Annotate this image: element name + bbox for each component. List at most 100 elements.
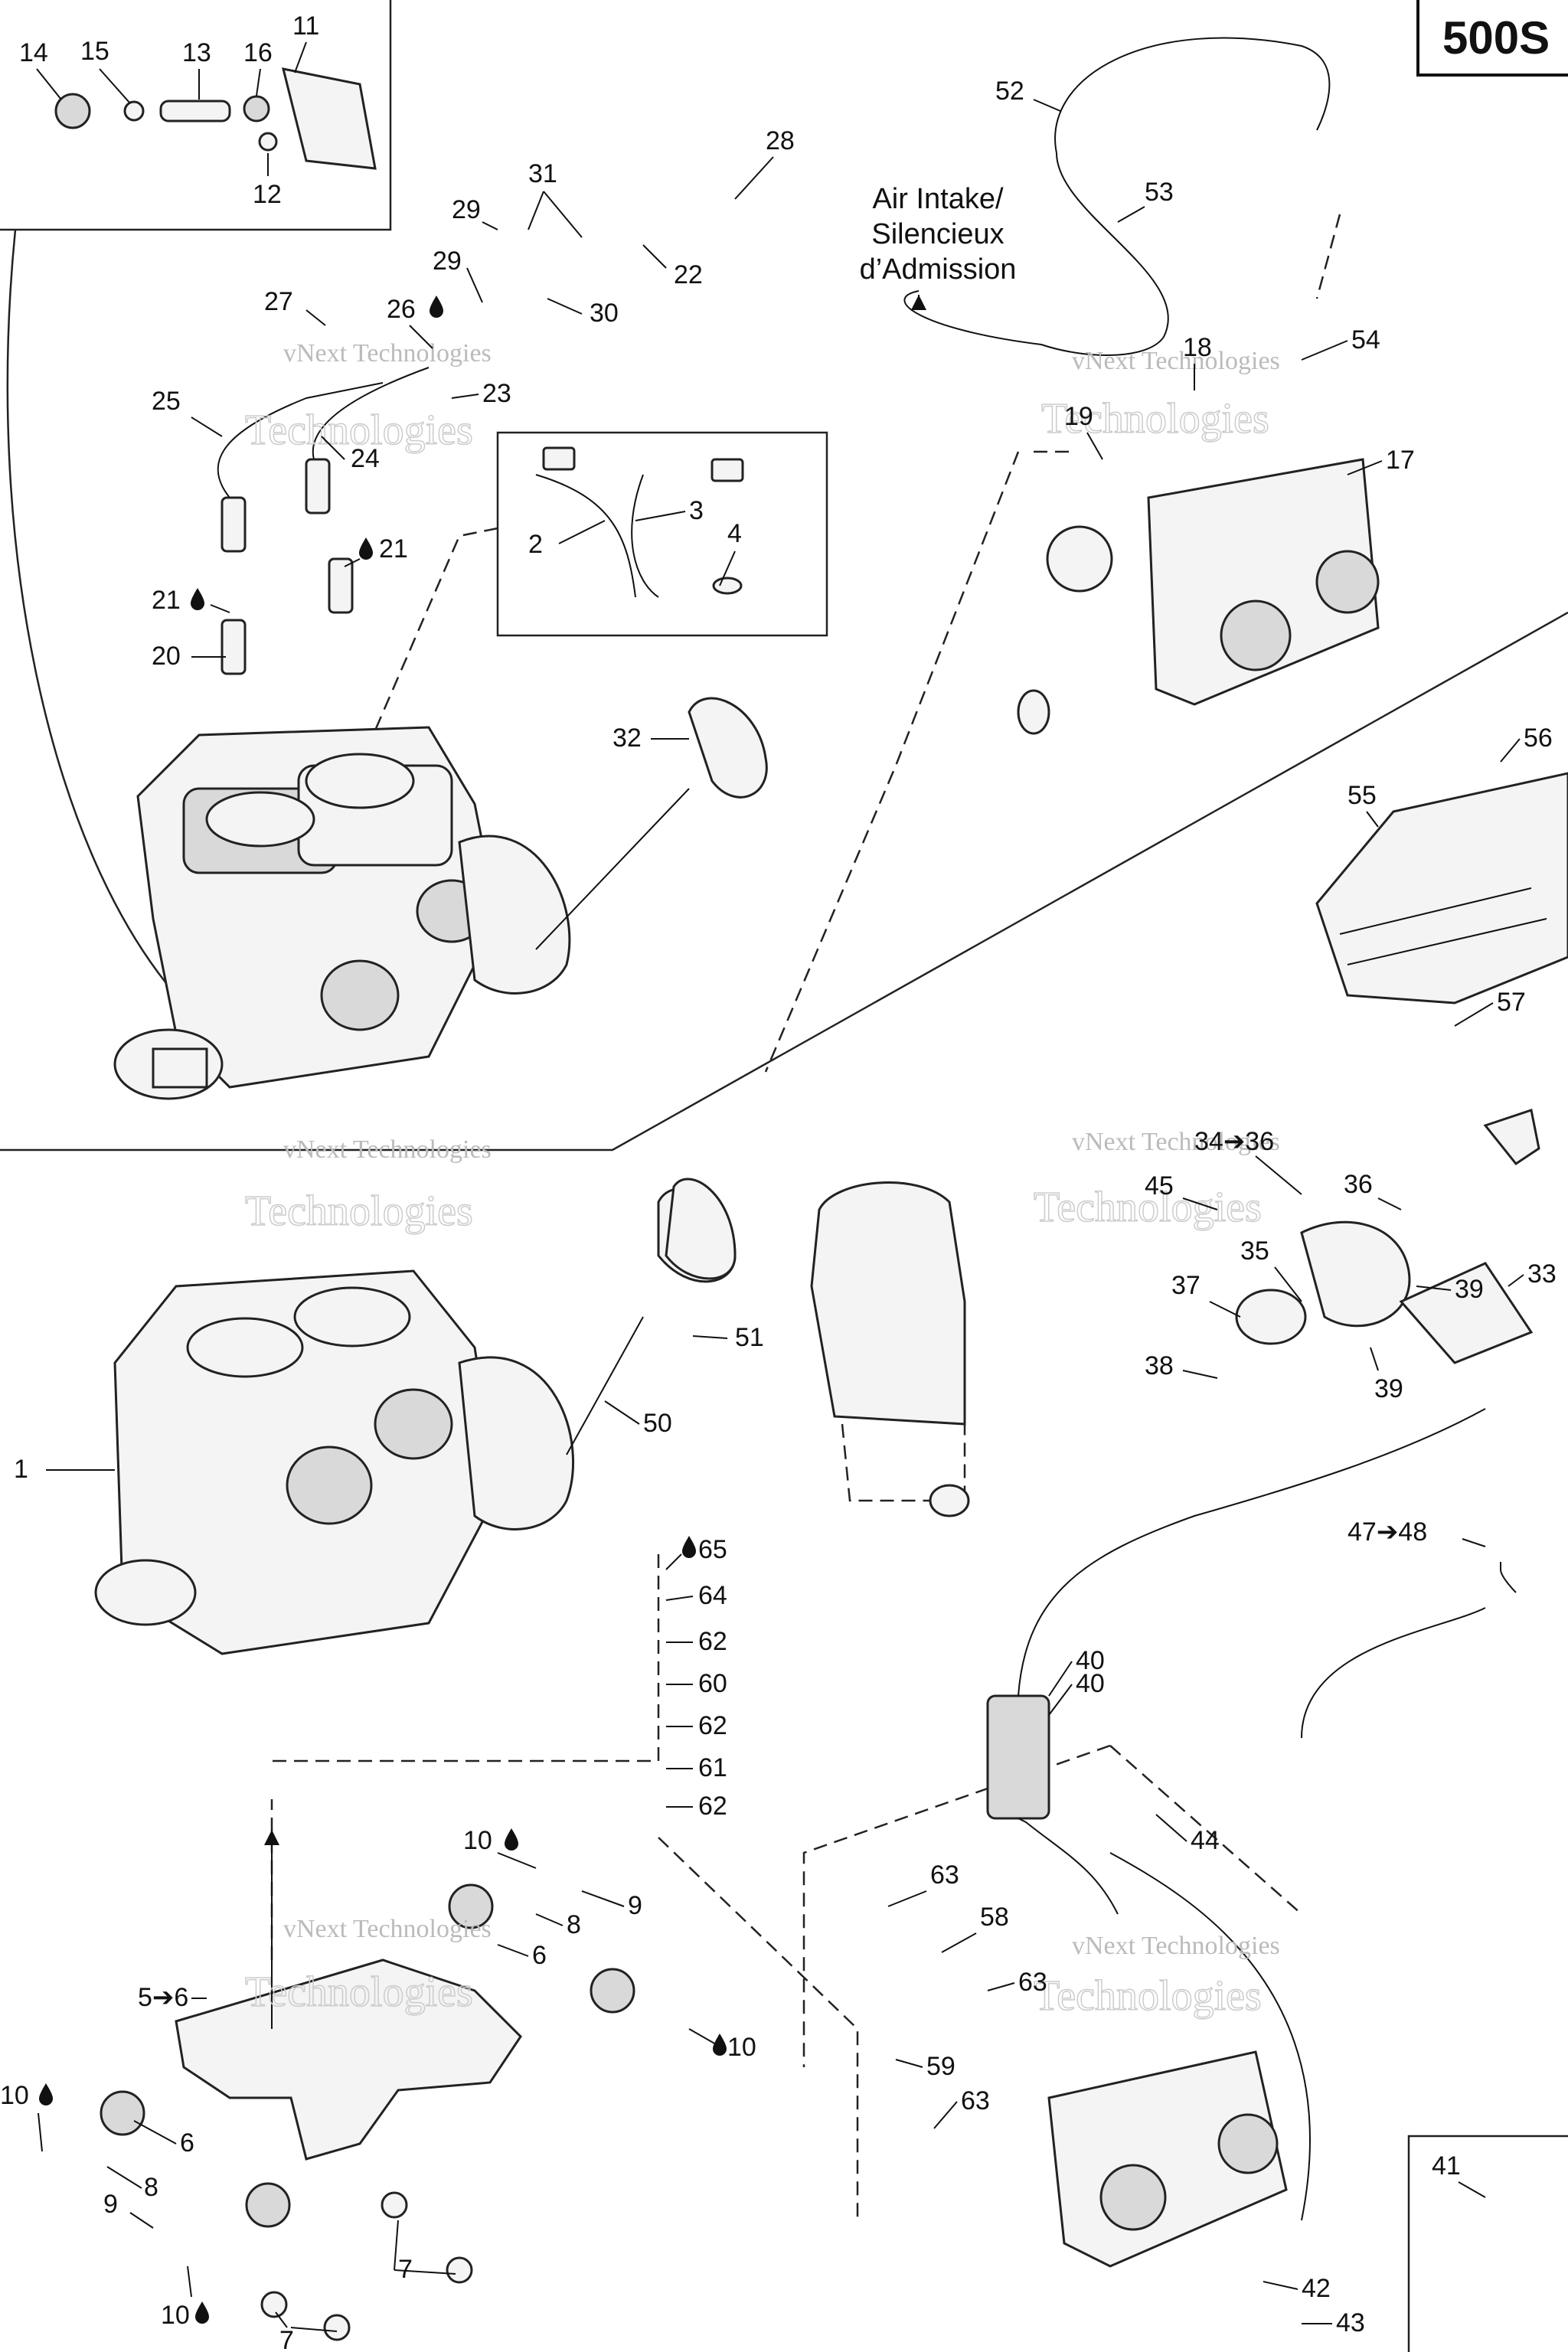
callout-label: 51 xyxy=(735,1323,764,1352)
watermark-big: Technologies xyxy=(245,1968,473,2016)
watermark: vNext Technologies xyxy=(1072,1128,1280,1156)
callout-label: 21 xyxy=(152,586,181,615)
air-intake-label-2: Silencieux xyxy=(871,218,1004,250)
watermark-big: Technologies xyxy=(1034,1184,1262,1231)
watermark-big: Technologies xyxy=(1041,395,1269,443)
callout-label: 7 xyxy=(279,2326,294,2352)
callout-label: 25 xyxy=(152,387,181,416)
watermark: vNext Technologies xyxy=(1072,1932,1280,1960)
callout-label: 15 xyxy=(80,37,109,66)
callout-label: 34➔36 xyxy=(1194,1127,1274,1156)
callout-label: 22 xyxy=(674,260,703,289)
callout-label: 44 xyxy=(1191,1826,1220,1855)
silencer xyxy=(810,1181,970,1517)
carburetor-upper xyxy=(903,37,1380,735)
callout-label: 52 xyxy=(995,77,1024,106)
callout-label: 1 xyxy=(14,1455,28,1484)
watermark-big: Technologies xyxy=(245,407,473,454)
callout-label: 28 xyxy=(766,126,795,155)
callout-label: 24 xyxy=(351,444,380,473)
watermark: vNext Technologies xyxy=(283,1135,492,1164)
callout-label: 30 xyxy=(590,299,619,328)
callout-label: 64 xyxy=(698,1581,727,1610)
callout-label: 60 xyxy=(698,1669,727,1698)
callout-label: 16 xyxy=(243,38,273,67)
callout-label: 6 xyxy=(532,1941,547,1970)
callout-label: 62 xyxy=(698,1627,727,1656)
callout-label: 9 xyxy=(103,2190,118,2219)
carburetor-lower xyxy=(986,1408,1517,2268)
callout-label: 54 xyxy=(1351,325,1380,354)
watermark: vNext Technologies xyxy=(1072,347,1280,375)
callout-label: 12 xyxy=(253,180,282,209)
callout-label: 55 xyxy=(1348,781,1377,810)
callout-label: 45 xyxy=(1145,1171,1174,1200)
callout-label: 33 xyxy=(1527,1259,1557,1289)
callout-label: 23 xyxy=(482,379,511,408)
callout-label: 41 xyxy=(1432,2151,1461,2180)
airbox xyxy=(1315,772,1568,1004)
callout-label: 8 xyxy=(144,2173,158,2202)
watermark: vNext Technologies xyxy=(283,339,492,368)
callout-label: 8 xyxy=(567,1910,581,1939)
callout-label: 27 xyxy=(264,287,293,316)
callout-label: 57 xyxy=(1497,988,1526,1017)
dash-line-i xyxy=(658,1837,859,2220)
callout-label: 26 xyxy=(387,295,416,324)
callout-label: 4 xyxy=(727,519,742,548)
dash-line-g xyxy=(1315,214,1341,299)
callout-label: 10 xyxy=(463,1826,492,1855)
callout-label: 10 xyxy=(0,2081,29,2110)
callout-label: 36 xyxy=(1344,1170,1373,1199)
callout-label: 3 xyxy=(689,496,704,525)
callout-label: 40 xyxy=(1076,1646,1105,1675)
callout-label: 21 xyxy=(379,534,408,564)
callout-label: 59 xyxy=(926,2052,956,2081)
watermarks: vNext Technologies Technologies vNext Te… xyxy=(244,339,1280,2020)
callout-label: 58 xyxy=(980,1903,1009,1932)
callout-label: 11 xyxy=(292,11,319,41)
engine-upper xyxy=(113,726,571,1100)
callout-label: 10 xyxy=(161,2301,190,2330)
callout-label: 5➔6 xyxy=(138,1983,188,2012)
callout-label: 37 xyxy=(1171,1271,1200,1300)
dash-line-d xyxy=(268,1554,660,1762)
dash-line-b xyxy=(764,451,1020,1073)
callout-label: 18 xyxy=(1183,333,1212,362)
model-label: 500S xyxy=(1416,0,1568,77)
callout-label: 20 xyxy=(152,642,181,671)
callout-label: 29 xyxy=(433,247,462,276)
callout-label: 63 xyxy=(930,1860,959,1890)
callout-label: 62 xyxy=(698,1792,727,1821)
callout-label: 50 xyxy=(643,1409,672,1438)
engine-lower xyxy=(94,1269,574,1655)
callout-label: 63 xyxy=(1018,1968,1047,1997)
callout-label: 56 xyxy=(1524,724,1553,753)
air-intake-label-3: d’Admission xyxy=(860,253,1017,286)
callout-label: 38 xyxy=(1145,1351,1174,1380)
callout-label: 43 xyxy=(1336,2308,1365,2337)
callout-label: 7 xyxy=(398,2255,413,2284)
callout-label: 39 xyxy=(1455,1275,1484,1304)
inset-frame xyxy=(0,0,392,231)
callout-label: 29 xyxy=(452,195,481,224)
corner-inset-frame xyxy=(1407,2135,1568,2352)
callout-label: 62 xyxy=(698,1711,727,1740)
callout-label: 2 xyxy=(528,530,543,559)
callout-label: 61 xyxy=(698,1753,727,1782)
callout-label: 6 xyxy=(180,2128,194,2158)
callout-label: 10 xyxy=(727,2033,756,2062)
callout-label: 9 xyxy=(628,1891,642,1920)
callout-label: 32 xyxy=(612,724,642,753)
callout-label: 40 xyxy=(1076,1669,1105,1698)
callout-label: 14 xyxy=(19,38,48,67)
callout-label: 39 xyxy=(1374,1374,1403,1403)
callouts: 14 15 13 16 11 12 28 31 29 22 29 30 27 2… xyxy=(0,11,1557,2352)
watermark-big: Technologies xyxy=(1034,1972,1262,2020)
engine-mount xyxy=(100,1830,635,2341)
watermark-big: Technologies xyxy=(245,1187,473,1235)
callout-label: 31 xyxy=(528,159,557,188)
callout-label: 42 xyxy=(1302,2274,1331,2303)
callout-label: 19 xyxy=(1064,402,1093,431)
